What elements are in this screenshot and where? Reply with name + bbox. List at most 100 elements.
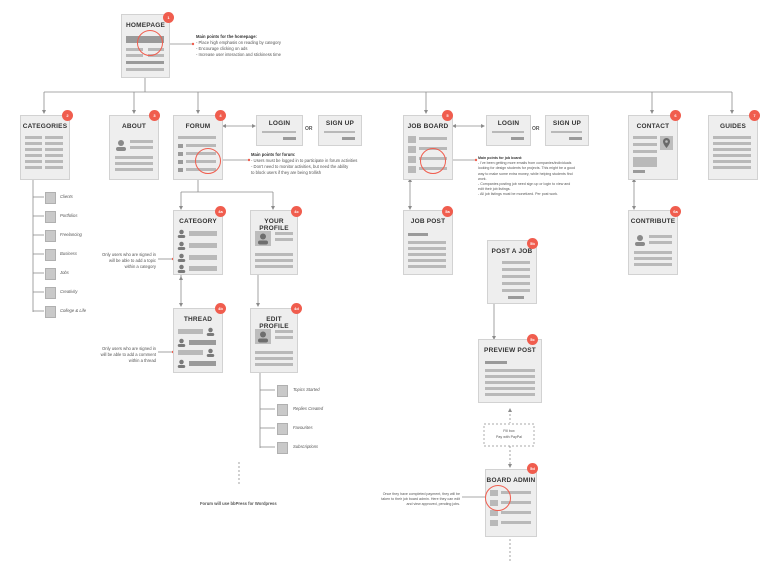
submit-bar — [283, 137, 296, 140]
document-icon — [45, 249, 56, 261]
badge: 1 — [163, 12, 174, 23]
post-a-job-title: POST A JOB — [491, 248, 533, 255]
document-icon — [45, 230, 56, 242]
text-bar — [501, 511, 531, 514]
note-line: to block users if they are being trollis… — [251, 170, 322, 175]
note-line: Only users who are signed in — [102, 252, 156, 257]
thumb-bar — [408, 166, 416, 173]
user-icon — [177, 253, 186, 262]
text-bar — [649, 241, 672, 244]
submit-bar — [508, 296, 524, 299]
text-bar — [130, 146, 153, 149]
text-bar — [255, 259, 293, 262]
text-bar — [178, 136, 216, 139]
text-bar — [275, 232, 293, 235]
badge: 5a — [442, 206, 453, 217]
badge: 2 — [62, 110, 73, 121]
highlight-circle — [137, 30, 163, 56]
field-bar — [551, 131, 582, 133]
guides-card: GUIDES — [708, 115, 758, 180]
category-item: Freelancing — [60, 232, 82, 237]
note-line: within a category — [124, 264, 156, 269]
field-bar — [492, 131, 524, 133]
text-bar — [713, 166, 751, 169]
document-icon — [277, 404, 288, 416]
forum-note: Main points for forum: - Users must be l… — [251, 152, 401, 176]
content-bar — [126, 61, 164, 64]
grid-bar — [45, 154, 63, 157]
highlight-circle — [485, 485, 511, 511]
badge: 4b — [215, 303, 226, 314]
badge: 3 — [149, 110, 160, 121]
thread-card: THREAD — [173, 308, 223, 373]
text-bar — [713, 154, 751, 157]
text-bar — [408, 259, 446, 262]
note-line: - Don't need to monitor activities, but … — [251, 164, 349, 169]
note-line: Once they have completed payment, they w… — [382, 492, 460, 496]
or-label: OR — [305, 126, 313, 132]
field-bar — [633, 143, 657, 146]
text-bar — [275, 330, 293, 333]
note-line: - All job listings must be monetized. Pe… — [478, 192, 559, 197]
job-board-note: Main points for job board: - I've been g… — [478, 156, 618, 198]
login-card: LOGIN — [256, 115, 303, 146]
text-bar — [419, 137, 447, 140]
document-icon — [45, 287, 56, 299]
text-bar — [408, 241, 446, 244]
your-profile-card: YOUR PROFILE — [250, 210, 298, 275]
text-bar — [501, 501, 531, 504]
text-bar — [634, 251, 672, 254]
category-card: CATEGORY — [173, 210, 223, 275]
signup-title: SIGN UP — [552, 120, 582, 127]
user-icon — [206, 348, 215, 357]
user-icon — [635, 235, 645, 246]
topic-bar — [189, 231, 217, 236]
category-item: Portfolios — [60, 213, 78, 218]
note-line: Fill box — [503, 429, 515, 433]
text-bar — [713, 142, 751, 145]
text-bar — [485, 361, 507, 364]
note-line: will be able to add a topic — [108, 258, 156, 263]
text-bar — [115, 162, 153, 165]
text-bar — [408, 253, 446, 256]
comment-bar — [178, 350, 203, 355]
document-icon — [277, 423, 288, 435]
note-line: edit their job listings. — [478, 187, 511, 192]
document-icon — [45, 192, 56, 204]
grid-bar — [25, 166, 42, 169]
grid-bar — [45, 148, 63, 151]
about-title: ABOUT — [121, 123, 147, 130]
note-line: Only users who are signed in — [102, 346, 156, 351]
thumb-bar — [490, 510, 498, 516]
thumb-bar — [490, 520, 498, 526]
grid-bar — [45, 166, 63, 169]
grid-bar — [25, 154, 42, 157]
badge: 6 — [670, 110, 681, 121]
thumb-bar — [408, 146, 416, 153]
thread-title: THREAD — [183, 316, 213, 323]
note-line: - Companies posting job need sign up or … — [478, 182, 571, 187]
text-bar — [485, 369, 535, 372]
text-bar — [408, 233, 428, 236]
text-bar — [485, 381, 535, 384]
category-item: College & Life — [60, 308, 87, 313]
text-bar — [713, 136, 751, 139]
text-bar — [115, 168, 153, 171]
highlight-circle — [420, 148, 446, 174]
or-label: OR — [532, 126, 540, 132]
topic-bar — [189, 255, 217, 260]
comment-bar — [189, 340, 216, 345]
grid-bar — [25, 136, 42, 139]
submit-bar — [511, 137, 524, 140]
user-icon — [116, 140, 126, 151]
thumb-bar — [408, 136, 416, 143]
grid-bar — [25, 148, 42, 151]
forum-title: FORUM — [185, 123, 211, 130]
board-admin-title: BOARD ADMIN — [486, 477, 536, 484]
note-heading: Main points for the homepage: — [196, 34, 257, 39]
badge: 5d — [527, 463, 538, 474]
note-line: - Place high emphasis on reading by cate… — [196, 40, 281, 45]
message-field — [633, 157, 657, 167]
login-title: LOGIN — [268, 120, 291, 127]
category-title: CATEGORY — [179, 218, 217, 225]
